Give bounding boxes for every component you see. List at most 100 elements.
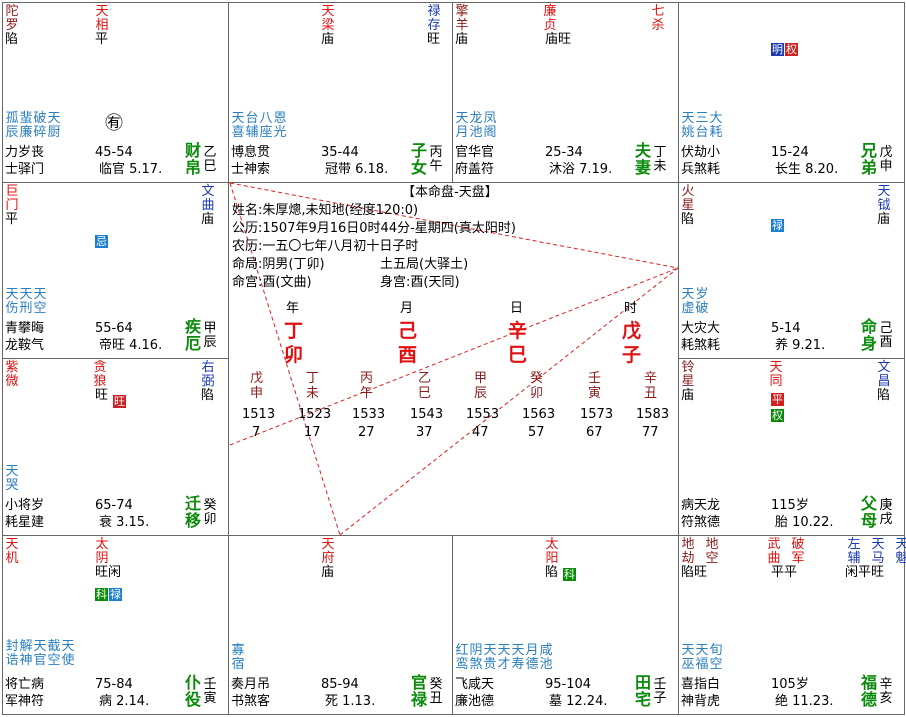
dayun-age: 37	[416, 425, 433, 440]
pillar-stem: 戊	[622, 320, 642, 342]
minor-star: 红鸾	[455, 643, 469, 672]
star-brightness: 庙	[681, 388, 695, 403]
dayun-age: 17	[304, 425, 321, 440]
dayun-age: 7	[252, 425, 261, 440]
palace-name: 福德	[861, 673, 878, 709]
dayun-branch: 卯	[530, 386, 544, 401]
life-stage: 墓 12.24.	[549, 694, 608, 709]
minor-star: 封诰	[5, 639, 19, 668]
age-range: 85-94	[321, 677, 359, 692]
pillar-label: 日	[510, 301, 524, 316]
god-row-1: 奏月吊	[231, 677, 271, 692]
god-row-2: 士神索	[231, 162, 271, 177]
minor-star: 解神	[19, 639, 33, 668]
star-transform-badge: 权	[785, 43, 798, 56]
lunar-date: 农历:一五〇七年八月初十日子时	[232, 239, 419, 254]
grid-line	[452, 2, 453, 182]
palace-name: 兄弟	[861, 141, 878, 177]
minor-star: 孤辰	[5, 111, 19, 140]
main-star: 天机	[5, 537, 19, 566]
dayun-branch: 申	[250, 386, 264, 401]
god-row-2: 耗煞耗	[681, 338, 721, 353]
life-stage: 死 1.13.	[325, 694, 376, 709]
main-star: 地空	[705, 537, 719, 566]
god-row-2: 书煞客	[231, 694, 271, 709]
dayun-year: 1573	[580, 407, 614, 422]
god-row-2: 耗星建	[5, 515, 45, 530]
god-row-1: 伏劫小	[681, 145, 721, 160]
dayun-age: 47	[472, 425, 489, 440]
palace-name: 命身	[861, 317, 878, 353]
life-bureau: 命局:阴男(丁卯)	[232, 257, 325, 272]
god-row-2: 兵煞耗	[681, 162, 721, 177]
age-range: 15-24	[771, 145, 809, 160]
life-palace: 命宫:酉(文曲)	[232, 275, 312, 290]
dayun-year: 1563	[522, 407, 556, 422]
main-star: 贪狼	[93, 360, 107, 389]
life-stage: 衰 3.15.	[99, 515, 150, 530]
grid-line	[228, 2, 229, 715]
age-range: 5-14	[771, 321, 801, 336]
main-star: 廉贞	[543, 4, 557, 33]
grid-line	[2, 2, 904, 3]
dayun-stem: 壬	[588, 371, 602, 386]
pillar-label: 年	[286, 301, 300, 316]
life-stage: 病 2.14.	[99, 694, 150, 709]
grid-line	[678, 2, 679, 715]
age-range: 45-54	[95, 145, 133, 160]
palace-name: 财帛	[185, 141, 202, 177]
minor-star: 天官	[33, 639, 47, 668]
pillar-stem: 己	[398, 320, 418, 342]
minor-star: 天使	[61, 639, 75, 668]
aspect-line	[229, 182, 341, 536]
main-star: 天相	[95, 4, 109, 33]
god-row-2: 军神符	[5, 694, 45, 709]
palace-name: 迁移	[185, 494, 202, 530]
star-transform-badge: 忌	[95, 235, 108, 248]
dayun-year: 1513	[242, 407, 276, 422]
pillar-stem: 丁	[284, 320, 304, 342]
main-star: 天府	[321, 537, 335, 566]
dayun-stem: 乙	[418, 371, 432, 386]
god-row-2: 神背虎	[681, 694, 721, 709]
god-row-1: 喜指白	[681, 677, 721, 692]
main-star: 天魁	[895, 537, 906, 566]
star-brightness: 平	[5, 212, 19, 227]
star-brightness: 陷	[5, 32, 19, 47]
grid-line	[452, 535, 453, 714]
palace-name: 官禄	[411, 673, 428, 709]
star-brightness: 旺	[427, 32, 441, 47]
star-transform-badge: 旺	[113, 395, 126, 408]
main-star: 文曲	[201, 184, 215, 213]
main-star: 破军	[791, 537, 805, 566]
minor-star: 天空	[33, 287, 47, 316]
grid-line	[2, 2, 3, 715]
pillar-stem: 辛	[508, 320, 528, 342]
god-row-2: 龙鞍气	[5, 338, 45, 353]
dayun-year: 1533	[352, 407, 386, 422]
dayun-year: 1523	[298, 407, 332, 422]
god-row-1: 力岁丧	[5, 145, 45, 160]
main-star: 太阴	[95, 537, 109, 566]
god-row-2: 府盖符	[455, 162, 495, 177]
minor-star: 三台	[695, 111, 709, 140]
age-range: 25-34	[545, 145, 583, 160]
god-row-1: 小将岁	[5, 498, 45, 513]
god-row-2: 廉池德	[455, 694, 495, 709]
grid-line	[2, 535, 904, 536]
main-star: 武曲	[767, 537, 781, 566]
dayun-year: 1543	[410, 407, 444, 422]
